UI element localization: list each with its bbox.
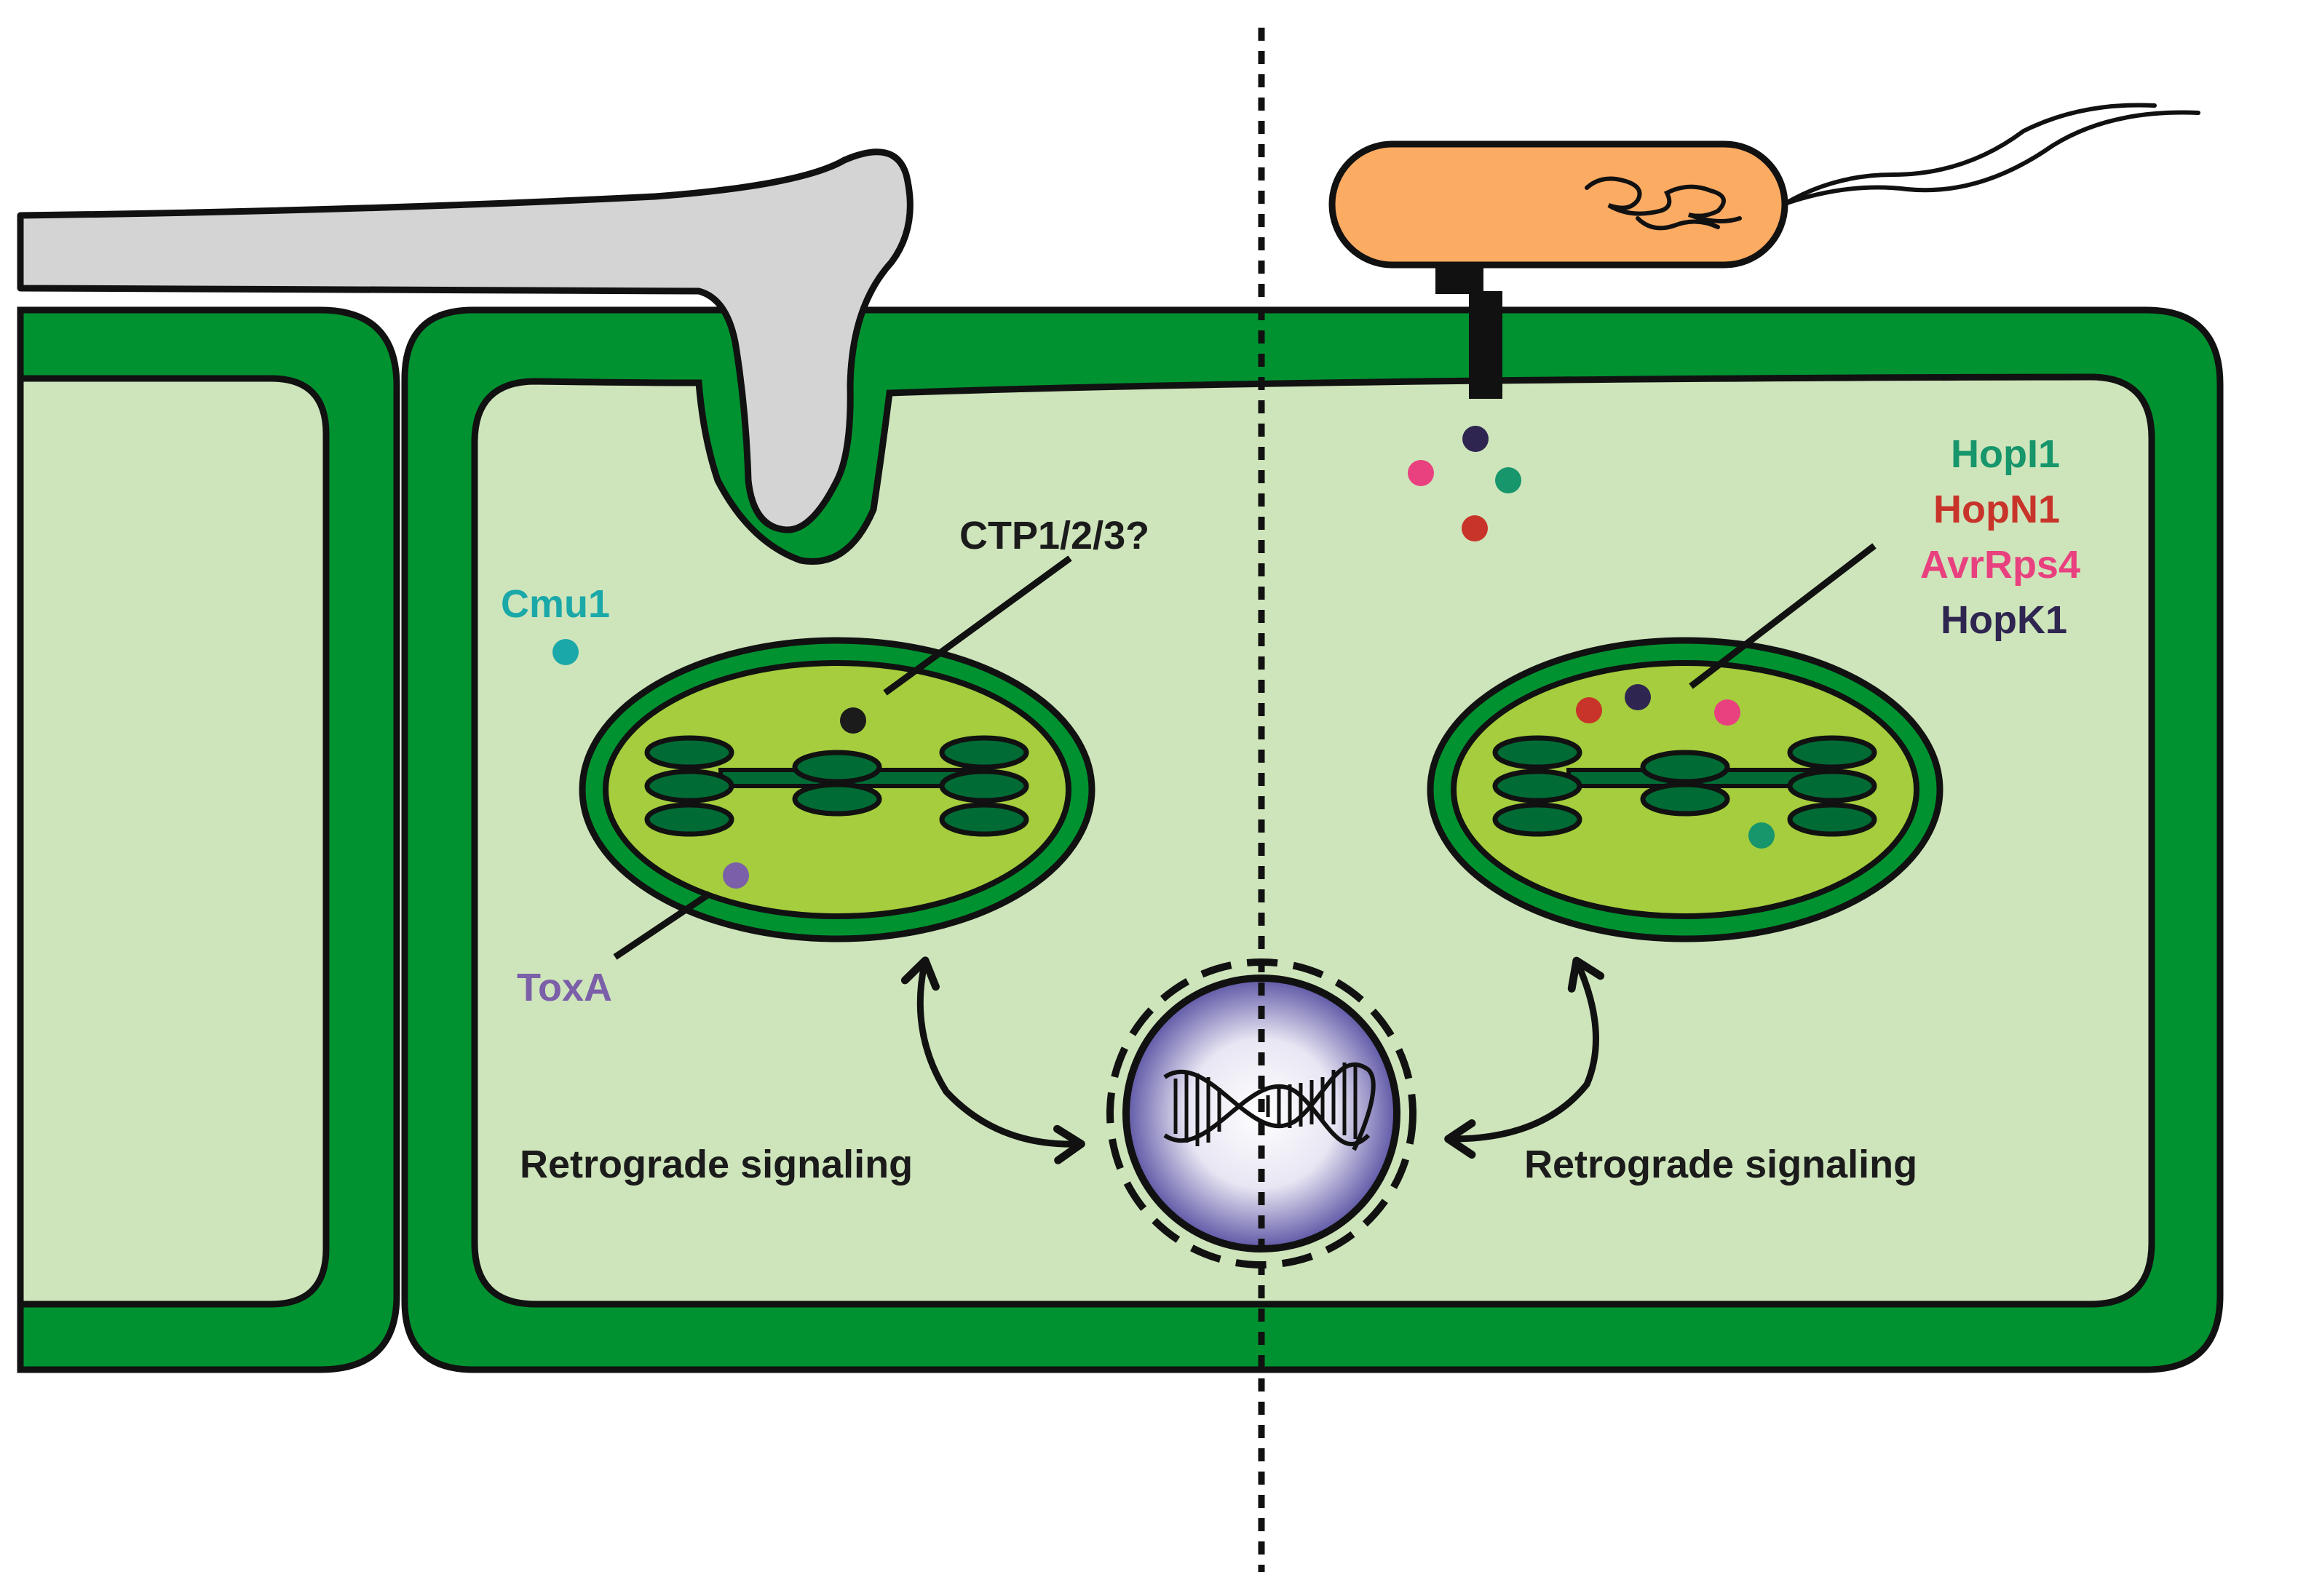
bacterium (1328, 103, 2200, 399)
secretion-system (1435, 265, 1483, 294)
effector-list: HopI1 HopN1 AvrRps4 HopK1 (1920, 432, 2080, 642)
fungal-hypha (17, 148, 914, 533)
dna-icon (1163, 1062, 1376, 1151)
retrograde-arrow-right (1444, 956, 1605, 1159)
toxa-dot (723, 862, 749, 889)
retrograde-arrow-left (900, 956, 1085, 1164)
effector-label: AvrRps4 (1920, 543, 2080, 587)
ctp-leader (883, 555, 1072, 696)
ctp-label: CTP1/2/3? (959, 514, 1149, 557)
chloroplast-right (1427, 637, 1943, 942)
host-cell (401, 306, 2224, 1373)
left-neighbor-cell (17, 306, 400, 1373)
toxa-leader (613, 891, 712, 960)
flagellum (1783, 110, 2200, 206)
secretion-system (1469, 291, 1502, 399)
effector-label: HopN1 (1933, 488, 2060, 531)
effector-dots-cytoplasm (1408, 426, 1521, 541)
effector-leader (1689, 543, 1877, 689)
cmu1-label: Cmu1 (501, 582, 610, 626)
ctp-dot (840, 707, 866, 734)
cytoplasm (471, 373, 2155, 1308)
flagellum (1783, 103, 2157, 206)
toxa-label: ToxA (517, 966, 612, 1009)
chloroplast-left (579, 637, 1095, 942)
cmu1-dot (552, 639, 579, 665)
retrograde-label-left: Retrograde signaling (520, 1143, 913, 1186)
bacterial-dna-icon (1585, 176, 1742, 231)
effector-label: HopI1 (1951, 432, 2060, 476)
retrograde-label-right: Retrograde signaling (1524, 1143, 1917, 1186)
effector-label: HopK1 (1941, 598, 2067, 642)
